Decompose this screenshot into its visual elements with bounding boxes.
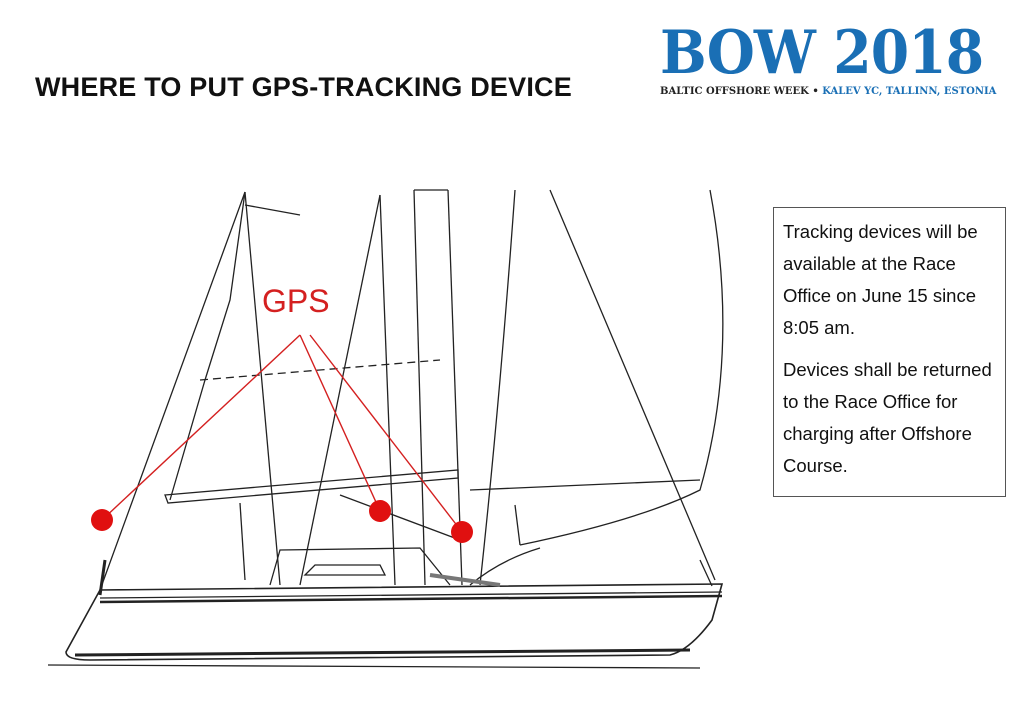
gps-label: GPS — [262, 283, 330, 319]
page-title: WHERE TO PUT GPS-TRACKING DEVICE — [35, 72, 572, 102]
info-paragraph-availability: Tracking devices will be available at th… — [783, 221, 978, 338]
info-box: Tracking devices will be available at th… — [773, 207, 1006, 497]
logo-main-text: BOW 2018 — [660, 18, 984, 88]
logo-sub-right: KALEV YC, TALLINN, ESTONIA — [822, 86, 997, 97]
logo-sub-left: BALTIC OFFSHORE WEEK • — [660, 86, 819, 97]
gps-pointer-lines — [101, 334, 463, 533]
gps-marker-cockpit — [369, 500, 391, 522]
sailboat-drawing — [47, 189, 724, 669]
gps-marker-bow — [91, 509, 113, 531]
info-paragraph-return: Devices shall be returned to the Race Of… — [783, 359, 992, 476]
logo-subtitle: BALTIC OFFSHORE WEEK • KALEV YC, TALLINN… — [660, 86, 996, 97]
gps-marker-mast — [451, 521, 473, 543]
bow-2018-logo: BOW 2018 BALTIC OFFSHORE WEEK • KALEV YC… — [660, 18, 996, 97]
